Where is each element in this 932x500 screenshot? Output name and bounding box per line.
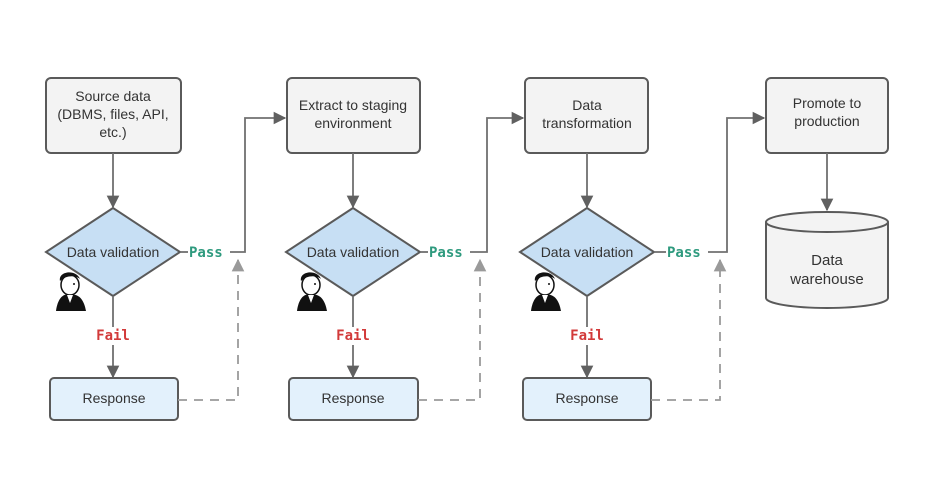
promote-production-label-1: Promote to [793,95,862,111]
response-label: Response [555,390,618,406]
stage-1: Source data (DBMS, files, API, etc.) Dat… [44,77,287,421]
pass-label: Pass [189,245,223,261]
response-box[interactable] [288,377,419,421]
source-data-label-1: Source data [75,88,151,104]
person-portrait-icon [55,271,87,312]
response-label: Response [82,390,145,406]
stage-2: Extract to staging environment Data vali… [284,77,525,421]
response-box[interactable] [522,377,652,421]
person-portrait-icon [296,271,328,312]
source-data-label-3: etc.) [99,124,126,140]
extract-staging-label-1: Extract to staging [299,97,407,113]
promote-production-label-2: production [794,113,859,129]
pass-label: Pass [429,245,463,261]
data-transformation-label-1: Data [572,97,602,113]
pass-connector [230,111,287,253]
data-warehouse-label-2: warehouse [789,271,863,288]
final-stage: Promote to production Data warehouse [765,77,889,309]
fail-label: Fail [336,328,370,344]
pass-connector [708,111,766,253]
fail-label: Fail [570,328,604,344]
stage-3: Data transformation Data validation Pass… [518,77,766,421]
response-box[interactable] [49,377,179,421]
response-return-connector [651,258,727,401]
response-return-connector [178,258,245,401]
data-warehouse-label-1: Data [811,252,843,269]
response-label: Response [321,390,384,406]
response-return-connector [418,258,487,401]
data-transformation-label-2: transformation [542,115,631,131]
extract-staging-label-2: environment [314,115,391,131]
pass-connector [470,111,525,253]
validation-label: Data validation [67,244,160,260]
person-portrait-icon [530,271,562,312]
data-warehouse-cylinder[interactable] [765,211,889,309]
validation-label: Data validation [541,244,634,260]
fail-label: Fail [96,328,130,344]
source-data-label-2: (DBMS, files, API, [57,106,168,122]
pass-label: Pass [667,245,701,261]
validation-label: Data validation [307,244,400,260]
